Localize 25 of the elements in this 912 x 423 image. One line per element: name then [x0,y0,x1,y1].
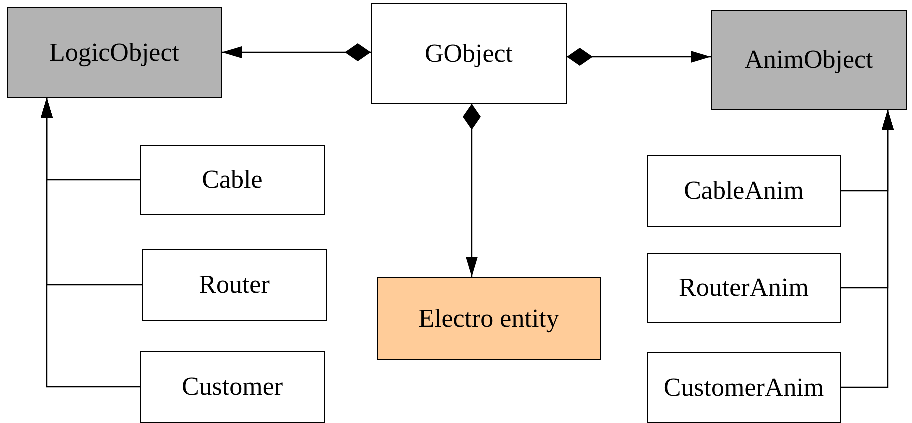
class-box [377,277,601,360]
class-name: LogicObject [50,38,180,68]
class-name: Customer [182,372,284,402]
arrow [567,48,711,66]
class-box [142,249,327,321]
class-name: CustomerAnim [664,372,824,402]
class-box [711,10,907,110]
class-box [140,351,325,423]
class-name: Electro entity [418,304,560,334]
class-box [140,145,325,215]
arrow [841,110,894,388]
class-name: GObject [424,38,514,68]
class-name: Cable [202,165,263,195]
arrow [463,104,481,277]
class-name: CableAnim [684,176,804,206]
arrow [222,44,371,62]
class-name: RouterAnim [679,273,809,303]
arrow [41,98,140,388]
class-box [371,3,567,104]
class-box [647,352,841,423]
class-box [7,7,222,98]
class-name: Router [199,270,270,300]
class-name: AnimObject [744,45,874,75]
class-box [647,253,841,323]
class-box [647,155,841,227]
